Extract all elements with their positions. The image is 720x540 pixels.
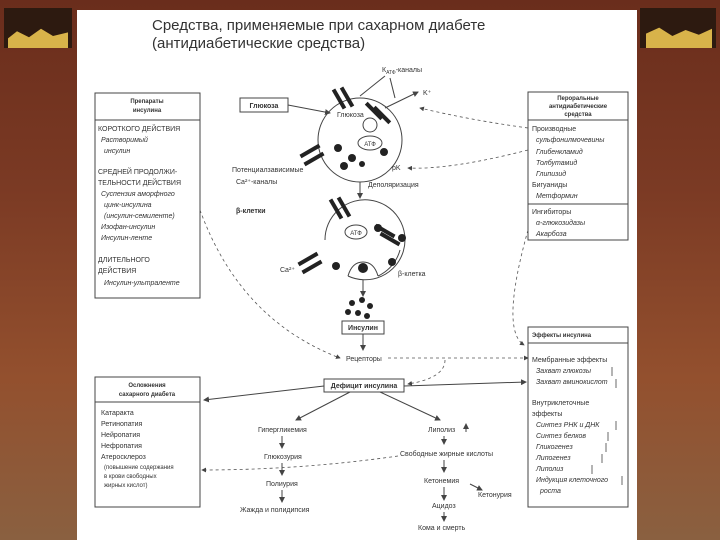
ca2-label: Ca²⁺	[280, 267, 295, 274]
intracell-effect: роста	[539, 488, 561, 495]
complications-box	[94, 376, 201, 508]
glucosuria-label: Глюкозурия	[264, 454, 302, 461]
mid-item: Изофан-инсулин	[101, 224, 155, 231]
insulin-label: Инсулин	[348, 325, 378, 332]
atp-ellipse-upper	[357, 135, 383, 151]
oral-box-header3: средства	[564, 112, 592, 118]
mid-item: Суспензия аморфного	[101, 191, 175, 198]
insulin-box-header1: Препараты	[130, 99, 163, 105]
k-plus-label: K⁺	[423, 90, 432, 97]
membrane-effect: Мембранные эффекты	[532, 356, 607, 364]
atp-label-upper: АТФ	[364, 142, 376, 148]
effects-header: Эффекты инсулина	[532, 332, 592, 339]
complication-note: жирных кислот)	[104, 483, 148, 489]
granule-dot	[334, 144, 342, 152]
complication-item: Нейропатия	[101, 431, 140, 439]
acidosis-label: Ацидоз	[432, 503, 456, 510]
ca-channels-label: Потенциалзависимые	[232, 167, 304, 174]
oral-box-header2: антидиабетические	[549, 103, 608, 110]
title-line2: (антидиабетические средства)	[152, 35, 365, 52]
oral-item: сульфонилмочевины	[536, 137, 605, 144]
oral-item: Метформин	[536, 193, 578, 200]
insulin-box-header2: инсулина	[133, 108, 162, 114]
oral-box-header1: Пероральные	[557, 96, 599, 102]
depolarization-label: Деполяризация	[368, 182, 419, 189]
granule-dot	[348, 154, 356, 162]
hyperglycemia-label: Гипергликемия	[258, 427, 307, 434]
long-acting-title: ДЛИТЕЛЬНОГО	[98, 257, 150, 264]
intracell-effect: Липолиз	[535, 466, 564, 473]
beta-cells-label: β-клетки	[236, 208, 266, 215]
oral-item: Глипизид	[536, 170, 566, 178]
long-acting-title: ДЕЙСТВИЯ	[98, 266, 136, 275]
intracell-effect: Индукция клеточного	[536, 476, 608, 484]
oral-item: Глибенкламид	[536, 148, 583, 156]
atp-label-lower: АТФ	[350, 231, 362, 237]
atp-cycle-upper	[362, 117, 378, 133]
inhibitor-item: α-глюкозидазы	[536, 219, 586, 227]
inhibitor-item: Акарбоза	[535, 230, 567, 238]
coma-label: Кома и смерть	[418, 525, 466, 532]
intracell-effect: Синтез белков	[536, 432, 586, 440]
deficit-label: Дефицит инсулина	[331, 383, 398, 390]
membrane-effect: Захват аминокислот	[536, 379, 608, 386]
lipolysis-label: Липолиз	[428, 427, 455, 434]
glucose-label: Глюкоза	[250, 103, 279, 110]
atp-ellipse-lower	[344, 224, 368, 240]
insulin-preparations-box	[94, 92, 201, 299]
complication-item: Катаракта	[101, 410, 134, 417]
glucose-inner-label: Глюкоза	[337, 112, 364, 119]
title-line1: Средства, применяемые при сахарном диабе…	[152, 17, 485, 34]
pk-label: pK	[392, 165, 401, 172]
long-item: Инсулин-ультраленте	[104, 280, 180, 287]
intracell-effect: Гликогенез	[536, 444, 573, 451]
mid-acting-title: СРЕДНЕЙ ПРОДОЛЖИ-	[98, 167, 178, 176]
inhibitor-item: Ингибиторы	[532, 208, 571, 216]
receptors-label: Рецепторы	[346, 356, 382, 363]
intracell-effect: Внутриклеточные	[532, 400, 589, 407]
complications-header2: сахарного диабета	[119, 391, 176, 398]
membrane-effect: Захват глюкозы	[536, 368, 592, 375]
short-item: Растворимый	[101, 136, 148, 144]
short-acting-title: КОРОТКОГО ДЕЙСТВИЯ	[98, 124, 180, 133]
granule-dot	[380, 148, 388, 156]
beta-cell-upper	[317, 97, 403, 183]
beta-cell-label: β-клетка	[398, 271, 426, 278]
intracell-effect: эффекты	[532, 411, 562, 418]
katf-label: КАТФ-каналы	[382, 67, 422, 76]
mid-acting-title: ТЕЛЬНОСТИ ДЕЙСТВИЯ	[98, 178, 181, 187]
oral-item: Производные	[532, 126, 576, 133]
oral-item: Бигуаниды	[532, 182, 567, 189]
complications-header1: Осложнения	[128, 383, 166, 389]
intracell-effect: Синтез РНК и ДНК	[536, 422, 600, 429]
oral-item: Толбутамид	[536, 159, 577, 167]
mid-item: цинк-инсулина	[104, 202, 152, 209]
ketonuria-label: Кетонурия	[478, 492, 512, 499]
oral-antidiabetics-box	[527, 91, 629, 241]
polyuria-label: Полиурия	[266, 481, 298, 488]
ca-channels-label: Ca²⁺-каналы	[236, 179, 277, 186]
mid-item: (инсулин-семиленте)	[104, 213, 175, 220]
granule-dot	[359, 161, 365, 167]
complication-note: в крови свободных	[104, 474, 157, 480]
intracell-effect: Липогенез	[535, 455, 571, 462]
granule-dot	[340, 162, 348, 170]
short-item: инсулин	[104, 148, 130, 155]
insulin-effects-box	[527, 326, 629, 508]
complication-item: Атеросклероз	[101, 454, 146, 461]
ffa-label: Свободные жирные кислоты	[400, 450, 493, 458]
mid-item: Инсулин-ленте	[101, 235, 152, 242]
complication-note: (повышение содержания	[104, 465, 174, 471]
complication-item: Нефропатия	[101, 443, 142, 450]
complication-item: Ретинопатия	[101, 421, 143, 428]
ketonemia-label: Кетонемия	[424, 478, 459, 485]
thirst-label: Жажда и полидипсия	[240, 507, 310, 514]
